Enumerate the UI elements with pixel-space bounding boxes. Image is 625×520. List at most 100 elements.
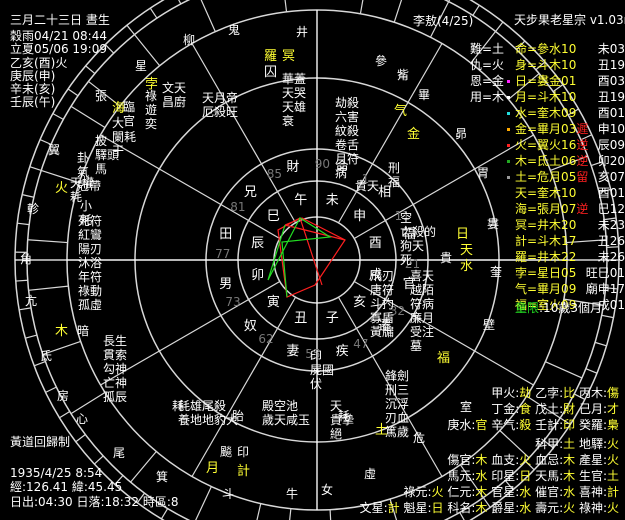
planet-house-position: 廟申17 <box>585 282 625 296</box>
cell-value: 梟 <box>606 418 619 432</box>
spirit-star-26-5: 祿動 <box>78 284 103 298</box>
planet-row: 金=畢月03遲申10 <box>507 121 625 137</box>
cell-value: 火 <box>606 501 619 515</box>
app-title: 天步果老星宗 v1.03r <box>514 13 625 27</box>
chart-planet-7: 月 <box>206 461 220 476</box>
spirit-star-6-3: 廉月 <box>410 311 435 325</box>
cell-key: 爵星: <box>487 501 520 515</box>
cell-key: 壽元: <box>531 501 564 515</box>
planet-row: 火=翼火16逆辰09 <box>507 137 625 153</box>
birth-coordinates: 經:126.41 緯:45.45 <box>10 480 123 494</box>
house-1: 相 <box>378 184 392 200</box>
cell-key: 丙木: <box>575 386 607 400</box>
mansion-13: 箕 <box>156 470 169 484</box>
planet-house-position: 旺巳01 <box>585 266 625 280</box>
cell-key: 科甲: <box>535 437 564 451</box>
house-9: 田 <box>219 227 233 243</box>
spirit-star-19-0: 祿 <box>145 89 158 103</box>
chart-planet-9: 土 <box>375 423 389 438</box>
spirit-star-15-0: 印 <box>237 445 250 459</box>
house-4: 遷 <box>378 319 392 335</box>
planet-house-position: 丑26 <box>597 234 625 248</box>
chart-planet-1: 冥 <box>282 49 296 64</box>
mansion-6: 軫 <box>27 202 40 216</box>
cell-value: 官 <box>475 418 488 432</box>
house-8: 男 <box>219 276 233 292</box>
cell-key: 戊土: <box>531 402 564 416</box>
element-chou: 仇=火 <box>470 58 505 72</box>
planet-label: 日=婁金01 <box>515 74 577 88</box>
mansion-14: 斗 <box>222 487 235 501</box>
spirit-star-3-0: 貴天 <box>355 179 380 193</box>
spirit-star-19-2: 奕 <box>145 117 158 131</box>
cell-value: 水 <box>475 469 488 483</box>
spirit-star-28-0: 長生 <box>103 334 128 348</box>
chart-planet-11: 日 <box>456 227 470 242</box>
planet-label: 冥=井木20 <box>515 218 577 232</box>
planet-dot-icon <box>507 192 510 195</box>
spirit-star-8-0: 鋒劍 <box>385 369 410 383</box>
cell-key: 地驛: <box>575 437 607 451</box>
cell-key: 生官: <box>575 469 607 483</box>
branch-4: 亥 <box>353 295 367 311</box>
planet-label: 海=張月07 <box>515 202 577 216</box>
cell-key: 仁元: <box>443 485 476 499</box>
mansion-9: 氐 <box>40 349 53 363</box>
house-0: 命 <box>335 160 349 176</box>
table-row: 傷官:木 血支:火 血忌:木 產星:火 <box>447 452 619 468</box>
cell-key: 血忌: <box>531 453 564 467</box>
planet-dot-icon <box>507 64 510 67</box>
spirit-star-23-2: 冠帶 <box>77 179 102 193</box>
spirit-star-1-1: 六害 <box>335 110 360 124</box>
spirit-star-7-0: 飛刃 <box>370 269 395 283</box>
planet-label: 羅=井木22 <box>515 250 577 264</box>
branch-11: 午 <box>294 193 308 209</box>
branch-6: 丑 <box>294 310 308 326</box>
planet-dot-icon <box>507 272 510 275</box>
spirit-star-25-1: 耗 <box>80 213 93 227</box>
spirit-star-9-1: 屍國 <box>310 363 335 377</box>
cell-value: 木 <box>563 469 576 483</box>
spirit-star-6-4: 受注 <box>410 325 435 339</box>
spirit-star-23-1: 氣 <box>77 165 90 179</box>
cell-key: 乙孛: <box>531 386 564 400</box>
cell-value: 土 <box>563 437 576 451</box>
spirit-star-4-2: 狗天 <box>400 239 425 253</box>
cell-value: 印 <box>563 418 576 432</box>
house-age-10: 85 <box>266 167 282 182</box>
spirit-star-26-4: 年符 <box>78 270 103 284</box>
spirit-star-23-0: 卦 <box>77 151 90 165</box>
mansion-15: 牛 <box>286 487 299 501</box>
spirit-star-19-1: 遊 <box>145 103 158 117</box>
table-row: 祿元:火 仁元:木 官星:水 催官:水 喜神:計 <box>403 484 619 500</box>
mansion-19: 室 <box>460 400 473 414</box>
mansion-22: 婁 <box>487 217 500 231</box>
spirit-star-10-1: 貴摯 <box>330 413 355 427</box>
mansion-21: 奎 <box>490 265 503 279</box>
cell-value: 計 <box>387 501 400 515</box>
planet-dot-icon <box>507 304 510 307</box>
childhood-limit: 童限:10歲3個月 <box>515 302 602 315</box>
cell-key: 祿神: <box>575 501 607 515</box>
spirit-star-26-2: 陽刃 <box>78 242 103 256</box>
spirit-star-4-0: 空 <box>400 211 413 225</box>
chart-planet-14: 气 <box>394 104 408 119</box>
spirit-star-26-0: 死符 <box>78 214 103 228</box>
cell-key: 庚水: <box>447 418 476 432</box>
spirit-star-2-0: 刑 <box>388 161 401 175</box>
birth-datetime: 1935/4/25 8:54 <box>10 466 103 480</box>
cell-key: 祿元: <box>403 485 432 499</box>
cell-value: 火 <box>519 453 532 467</box>
cell-value: 火 <box>431 485 444 499</box>
planet-house-position: 戌01 <box>597 298 625 312</box>
planet-label: 身=斗木10 <box>515 58 577 72</box>
element-list: 難=土 仇=火 恩=金 用=木 <box>470 41 504 105</box>
cell-key: 科名: <box>443 501 476 515</box>
spirit-star-13-0: 耗雄尾殺 <box>178 399 227 413</box>
house-5: 疾 <box>335 343 349 359</box>
